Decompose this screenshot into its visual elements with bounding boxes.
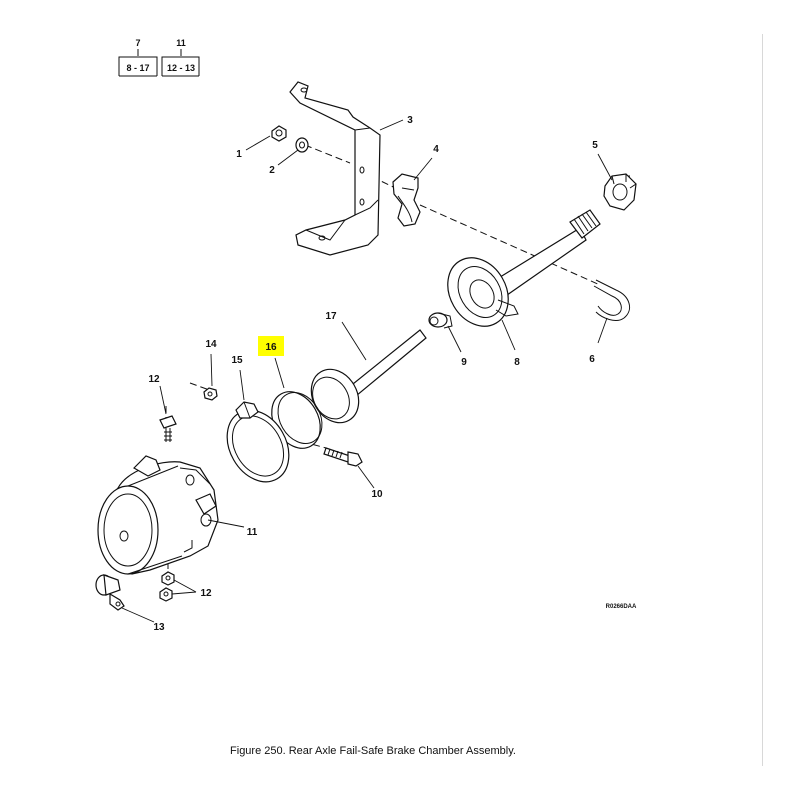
highlight-box [258, 336, 284, 356]
callout-8: 8 [514, 357, 520, 368]
callout-3: 3 [407, 115, 413, 126]
bracket-part-3 [289, 81, 381, 256]
drawing-code: R0266DAA [606, 604, 637, 610]
washer-part-2 [295, 137, 309, 153]
cotter-pin-part-6 [593, 279, 631, 321]
reference-block: 7 11 8 - 17 12 - 13 [118, 38, 200, 77]
diaphragm-plate-part-8 [447, 257, 519, 327]
slotted-nut-part-5 [603, 173, 637, 211]
callout-14: 14 [205, 339, 217, 350]
callout-12-lower: 12 [200, 588, 212, 599]
callout-6: 6 [589, 354, 595, 365]
adjuster-shaft [491, 209, 601, 301]
callout-1: 1 [236, 149, 242, 160]
ref-right-top: 11 [176, 38, 186, 48]
nut-part-9 [428, 312, 453, 329]
callout-9: 9 [461, 357, 467, 368]
ref-left-bottom: 8 - 17 [126, 63, 149, 73]
callout-4: 4 [433, 144, 439, 155]
nut-part-14 [203, 387, 218, 401]
callout-17: 17 [325, 311, 337, 322]
clip-part-4 [392, 173, 421, 227]
ref-right-bottom: 12 - 13 [167, 63, 195, 73]
bolt-part-10 [323, 447, 363, 467]
cap-part-13 [95, 574, 125, 611]
nut-part-12-lower [159, 571, 175, 602]
callout-12-upper: 12 [148, 374, 160, 385]
pushrod-part-17 [310, 329, 427, 424]
callout-11: 11 [247, 527, 258, 538]
callout-10: 10 [371, 489, 383, 500]
figure-caption: Figure 250. Rear Axle Fail-Safe Brake Ch… [230, 745, 516, 757]
page-edge-rule [762, 34, 763, 766]
callout-labels: 1 2 3 4 5 6 8 9 10 11 12 12 13 14 15 16 … [148, 115, 598, 633]
brake-chamber-housing-part-11 [97, 455, 219, 575]
ref-left-top: 7 [135, 38, 140, 48]
clamp-band-part-15 [226, 401, 290, 483]
nut-part-1 [271, 125, 287, 142]
callout-2: 2 [269, 165, 275, 176]
callout-13: 13 [153, 622, 165, 633]
callout-16: 16 [265, 342, 277, 353]
callout-15: 15 [231, 355, 243, 366]
callout-5: 5 [592, 140, 598, 151]
callout-leader-lines [121, 119, 613, 623]
stud-part-12-upper [159, 415, 177, 442]
